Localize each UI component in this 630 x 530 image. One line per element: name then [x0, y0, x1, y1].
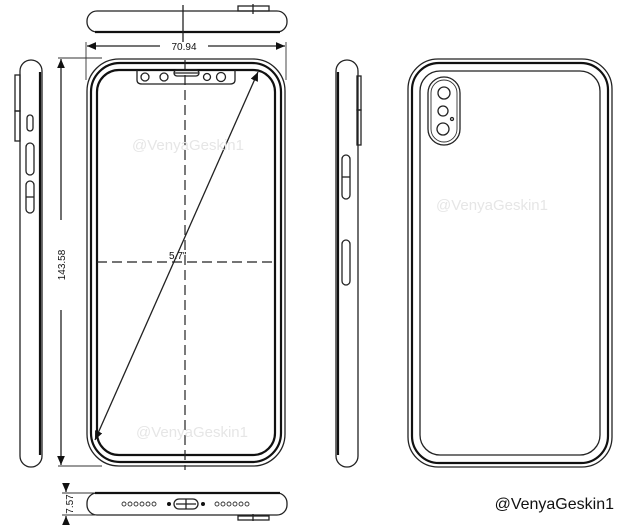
speaker-holes-right [214, 501, 250, 507]
volume-button [25, 142, 35, 176]
width-dimension: 70.94 [85, 42, 287, 80]
sensor-icon [202, 72, 212, 82]
front-view: 5.7" @VenyaGeskin1 @VenyaGeskin1 [86, 58, 286, 470]
left-side-view [14, 59, 43, 468]
sensor-icon [159, 72, 169, 82]
height-dimension: 143.58 [57, 57, 102, 467]
camera-module [427, 76, 461, 146]
camera-lens-icon [437, 86, 451, 100]
flash-icon [437, 105, 449, 117]
diagonal-line [94, 71, 259, 441]
top-view [86, 4, 288, 42]
watermark: @VenyaGeskin1 [132, 137, 244, 154]
mute-switch [26, 114, 34, 132]
right-side-view [335, 59, 362, 468]
back-view: @VenyaGeskin1 [407, 58, 613, 468]
width-label: 70.94 [171, 42, 196, 53]
front-camera-icon [215, 71, 227, 83]
speaker-holes-left [121, 501, 157, 507]
camera-lens-icon [436, 122, 450, 136]
author-credit: @VenyaGeskin1 [495, 496, 615, 513]
side-button [341, 239, 351, 286]
watermark: @VenyaGeskin1 [436, 197, 548, 214]
sensor-icon [140, 72, 150, 82]
diagonal-label: 5.7" [169, 251, 187, 262]
microphone-icon [449, 116, 455, 122]
watermark: @VenyaGeskin1 [136, 424, 248, 441]
height-label: 143.58 [57, 249, 68, 280]
bottom-view [86, 491, 288, 521]
thickness-label: 7.57 [65, 494, 76, 514]
thickness-dimension: 7.57 [62, 482, 95, 526]
